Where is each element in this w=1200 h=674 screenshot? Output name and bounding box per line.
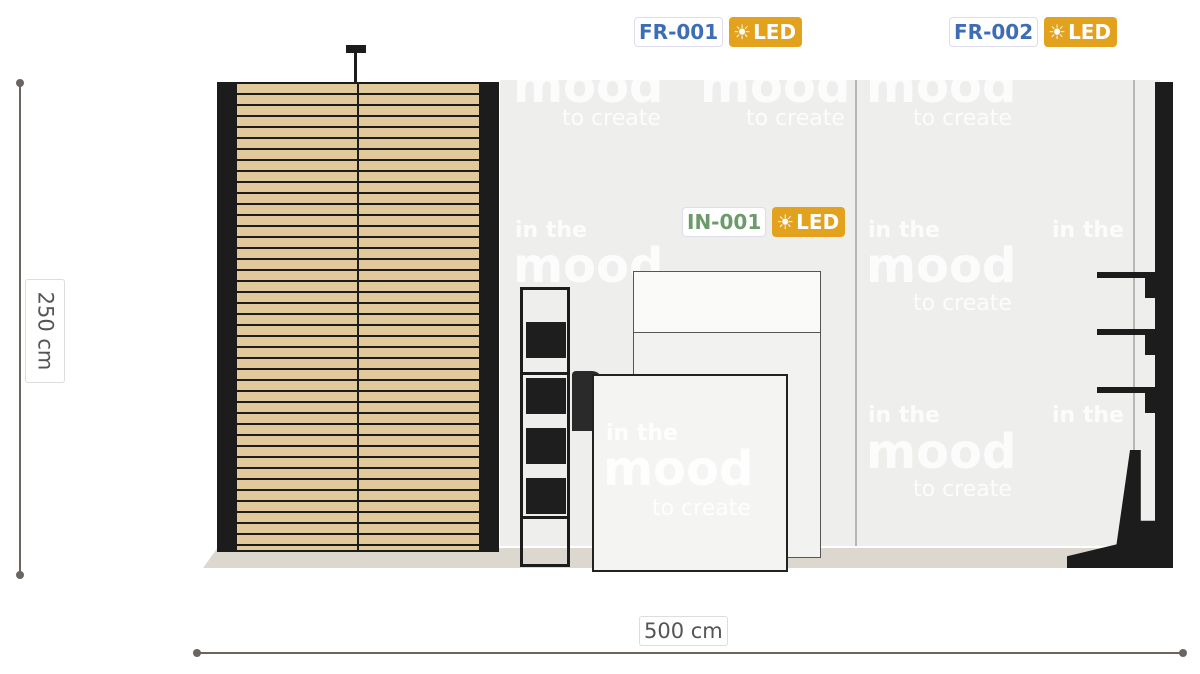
rack-pocket (526, 378, 566, 414)
counter-graphic-line1: in the (606, 421, 678, 446)
wall-graphic-tagline: to create (746, 106, 845, 131)
led-badge: ☀ LED (1044, 17, 1118, 47)
wall-shelf (1097, 272, 1155, 278)
wall-graphic-mood: mood (866, 238, 1017, 294)
wall-graphic-line1: in the (868, 403, 940, 428)
height-dimension-label: 250 cm (25, 279, 65, 383)
counter-graphic-mood: mood (603, 441, 754, 497)
rack-shelf (520, 516, 570, 519)
width-dimension-left-dot (193, 649, 201, 657)
led-badge: ☀ LED (729, 17, 803, 47)
wall-shelf (1097, 387, 1155, 393)
wall-panel-divider (1133, 80, 1135, 546)
wall-shelf (1097, 329, 1155, 335)
led-label: LED (1068, 20, 1112, 44)
right-wall-post (1155, 82, 1173, 568)
shelf-bracket (1145, 391, 1155, 413)
sun-icon: ☀ (776, 210, 795, 234)
wall-graphic-tagline: to create (562, 106, 661, 131)
brochure-rack (520, 287, 570, 567)
height-dimension-top-dot (16, 79, 24, 87)
wall-graphic-line1: in the (868, 218, 940, 243)
wall-graphic-tagline: to create (913, 291, 1012, 316)
wood-slat-divider (357, 84, 359, 550)
wall-graphic-line1: in the (1052, 403, 1124, 428)
shelf-bracket (1145, 276, 1155, 298)
led-label: LED (753, 20, 797, 44)
fixture-code: FR-001 (634, 17, 724, 47)
wall-graphic-line1: in the (515, 218, 587, 243)
wall-panel-divider (855, 80, 857, 546)
rack-shelf (520, 372, 570, 375)
back-counter-top (633, 271, 821, 333)
fixture-tag-in-001[interactable]: IN-001 ☀ LED (682, 207, 846, 237)
sun-icon: ☀ (733, 20, 752, 44)
counter-graphic-tagline: to create (652, 496, 751, 521)
fixture-code: FR-002 (949, 17, 1039, 47)
wall-graphic-mood: mood (866, 424, 1017, 480)
wall-graphic-tagline: to create (913, 106, 1012, 131)
fixture-tag-fr-001[interactable]: FR-001 ☀ LED (634, 17, 803, 47)
rack-pocket (526, 428, 566, 464)
wall-graphic-mood: mood (700, 58, 851, 114)
width-dimension-label: 500 cm (639, 616, 728, 646)
wall-graphic-mood: mood (866, 58, 1017, 114)
height-dimension-text: 250 cm (33, 291, 58, 371)
spotlight-icon (346, 45, 366, 53)
rack-pocket (526, 478, 566, 514)
sun-icon: ☀ (1048, 20, 1067, 44)
fixture-tag-fr-002[interactable]: FR-002 ☀ LED (949, 17, 1118, 47)
spotlight-arm (354, 52, 357, 82)
width-dimension-right-dot (1179, 649, 1187, 657)
front-counter (592, 374, 788, 572)
shelf-bracket (1145, 333, 1155, 355)
wall-graphic-mood: mood (513, 58, 664, 114)
fixture-code: IN-001 (682, 207, 767, 237)
wall-graphic-line1: in the (1052, 218, 1124, 243)
wall-graphic-tagline: to create (913, 477, 1012, 502)
led-label: LED (796, 210, 840, 234)
rack-pocket (526, 322, 566, 358)
height-dimension-bottom-dot (16, 571, 24, 579)
led-badge: ☀ LED (772, 207, 846, 237)
width-dimension-line (197, 652, 1183, 654)
height-dimension-line (19, 83, 21, 575)
